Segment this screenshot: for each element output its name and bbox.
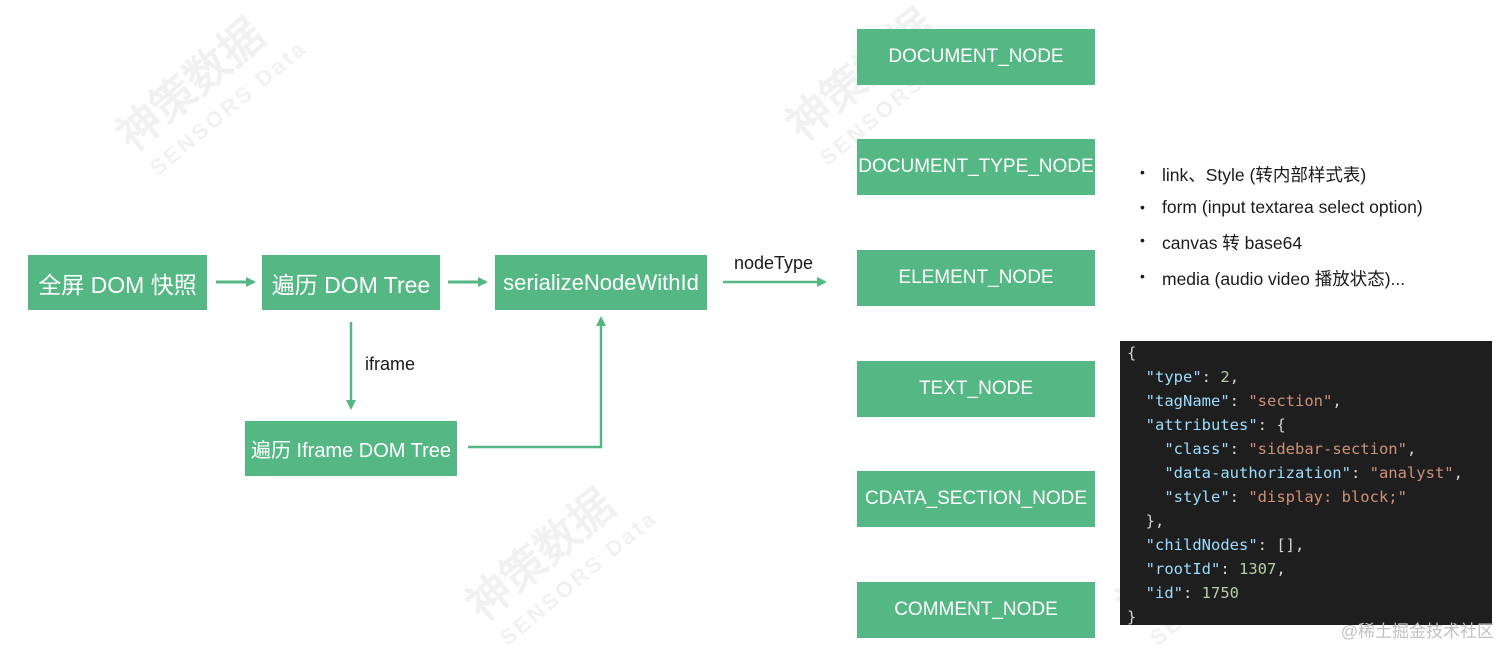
bullet-text: media (audio video 播放状态)... — [1162, 269, 1406, 289]
code-line: "childNodes": [], — [1145, 536, 1305, 554]
code-line: "data-authorization": "analyst", — [1164, 464, 1463, 482]
node-type-document-type: DOCUMENT_TYPE_NODE — [857, 139, 1095, 195]
node-type-text: TEXT_NODE — [857, 361, 1095, 417]
code-line: "class": "sidebar-section", — [1164, 440, 1417, 458]
bullet-dot-icon: • — [1140, 232, 1145, 248]
serialized-node-code-block: { "type": 2, "tagName": "section", "attr… — [1120, 341, 1492, 625]
bullet-text: canvas 转 base64 — [1162, 233, 1303, 253]
code-line: "tagName": "section", — [1145, 392, 1342, 410]
arrow-iframe-to-serialize — [468, 316, 606, 449]
bullet-dot-icon: • — [1140, 268, 1145, 284]
bullet-dot-icon: • — [1140, 199, 1145, 215]
snapshot-box: 全屏 DOM 快照 — [28, 255, 207, 310]
code-line: "style": "display: block;" — [1164, 488, 1407, 506]
code-line: } — [1127, 608, 1137, 625]
footer-credit: @稀土掘金技术社区 — [1340, 622, 1494, 641]
bullet-text: form (input textarea select option) — [1162, 197, 1423, 217]
traverse-dom-box: 遍历 DOM Tree — [262, 255, 440, 310]
code-line: "id": 1750 — [1145, 584, 1239, 602]
code-line: "rootId": 1307, — [1145, 560, 1286, 578]
node-type-comment: COMMENT_NODE — [857, 582, 1095, 638]
node-type-cdata-section: CDATA_SECTION_NODE — [857, 471, 1095, 527]
node-type-element: ELEMENT_NODE — [857, 250, 1095, 306]
nodetype-label: nodeType — [734, 253, 814, 273]
node-type-document: DOCUMENT_NODE — [857, 29, 1095, 85]
bullet-dot-icon: • — [1140, 164, 1145, 180]
traverse-iframe-box: 遍历 Iframe DOM Tree — [245, 421, 457, 476]
iframe-label: iframe — [365, 354, 416, 374]
code-line: { — [1127, 344, 1137, 362]
serialize-node-box: serializeNodeWithId — [495, 255, 707, 310]
bullet-text: link、Style (转内部样式表) — [1162, 165, 1367, 185]
code-line: }, — [1145, 512, 1165, 530]
code-line: "attributes": { — [1145, 416, 1286, 434]
code-line: "type": 2, — [1145, 368, 1240, 386]
